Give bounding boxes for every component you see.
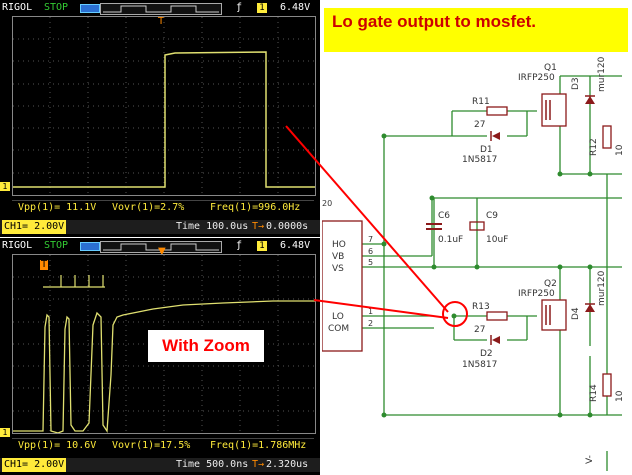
svg-text:D2: D2 — [480, 349, 493, 359]
time-base: Time 100.0us — [176, 221, 249, 232]
pin-2-label: 2 — [368, 319, 373, 328]
pin-6-label: 6 — [368, 247, 373, 256]
resistor-r11: R11 27 — [472, 97, 508, 130]
trigger-offset: 2.320us — [266, 459, 309, 470]
svg-text:10: 10 — [615, 144, 625, 156]
vpp-measurement: Vpp(1)= 10.6V — [18, 440, 97, 451]
schematic-junctions — [381, 133, 593, 418]
svg-text:mur120: mur120 — [597, 270, 607, 306]
gate-driver-schematic: HO VB VS LO COM 7 6 5 1 2 20 R11 27 R13 … — [322, 56, 632, 475]
svg-text:10uF: 10uF — [486, 235, 508, 245]
trigger-channel-icon: 1 — [257, 241, 267, 251]
pin-ho-label: HO — [332, 240, 346, 250]
scope-top-capture: RIGOL STOP ƒ 1 6.48V T 1 Vpp(1)= 11.1V — [0, 0, 320, 237]
svg-text:IRFP250: IRFP250 — [518, 73, 555, 83]
ch1-ground-marker: 1 — [0, 428, 10, 437]
scope-top-waveform — [13, 17, 315, 195]
svg-text:R13: R13 — [472, 302, 490, 312]
scope-bottom-measurements: Vpp(1)= 10.6V Vovr(1)=17.5% Freq(1)=1.78… — [12, 438, 314, 453]
mosfet-q1: Q1 IRFP250 — [518, 63, 567, 127]
trigger-offset-icon: T→ — [252, 221, 265, 232]
trigger-edge-icon: ƒ — [236, 2, 243, 13]
svg-text:mur120: mur120 — [597, 56, 607, 92]
frequency-measurement: Freq(1)=1.786MHz — [210, 440, 307, 451]
svg-text:0.1uF: 0.1uF — [438, 235, 463, 245]
channel-scale: CH1= 2.00V — [2, 220, 67, 234]
pin-5-label: 5 — [368, 258, 373, 267]
scope-brand-label: RIGOL — [2, 2, 33, 13]
diode-d1: D1 1N5817 — [462, 131, 500, 165]
diode-d3: D3 mur120 — [571, 56, 607, 104]
svg-text:R12: R12 — [589, 138, 599, 156]
scope-bottom-graticule — [12, 254, 316, 434]
overshoot-measurement: Vovr(1)=17.5% — [112, 440, 191, 451]
diode-d2: D2 1N5817 — [462, 335, 500, 370]
vpp-measurement: Vpp(1)= 11.1V — [18, 202, 97, 213]
run-state-label: STOP — [44, 2, 69, 13]
resistor-r12: R12 10 — [589, 125, 625, 156]
svg-text:1N5817: 1N5817 — [462, 360, 497, 370]
waveform-overview-icon — [100, 241, 222, 253]
svg-text:27: 27 — [474, 325, 485, 335]
trigger-position-icon: T — [158, 16, 165, 27]
waveform-overview-icon — [100, 3, 222, 15]
trigger-level-value: 6.48V — [280, 2, 311, 13]
gate-drive-trace — [13, 300, 315, 433]
svg-text:Q1: Q1 — [544, 63, 557, 73]
capacitor-c9: C9 10uF — [469, 211, 508, 245]
pin-7-label: 7 — [368, 235, 373, 244]
scope-bottom-capture: RIGOL STOP ƒ 1 6.48V ▼ — [0, 238, 320, 475]
svg-text:10: 10 — [615, 390, 625, 402]
trigger-offset: 0.0000s — [266, 221, 309, 232]
pulse-train-overview — [43, 275, 105, 288]
scope-bottom-footer: CH1= 2.00V Time 500.0ns T→ 2.320us — [0, 458, 320, 472]
schematic-wires — [362, 75, 622, 471]
pin-vb-label: VB — [332, 252, 344, 262]
svg-text:R14: R14 — [589, 384, 599, 402]
scope-top-status-bar: RIGOL STOP ƒ 1 6.48V — [0, 0, 320, 16]
pin-com-label: COM — [328, 324, 349, 334]
time-base: Time 500.0ns — [176, 459, 249, 470]
svg-text:D3: D3 — [571, 77, 581, 90]
trigger-channel-icon: 1 — [257, 3, 267, 13]
trigger-point-icon: T — [40, 259, 49, 270]
diode-d4: D4 mur120 — [571, 270, 607, 320]
memory-bar-icon — [80, 4, 100, 13]
svg-text:D1: D1 — [480, 145, 493, 155]
svg-text:C9: C9 — [486, 211, 498, 221]
resistor-r13: R13 27 — [472, 302, 508, 335]
memory-bar-icon — [80, 242, 100, 251]
pwm-trace — [13, 51, 315, 188]
scope-top-measurements: Vpp(1)= 11.1V Vovr(1)=2.7% Freq(1)=996.0… — [12, 200, 314, 215]
svg-text:R11: R11 — [472, 97, 490, 107]
pin-20-label: 20 — [322, 199, 332, 208]
ch1-ground-marker: 1 — [0, 182, 10, 191]
scope-brand-label: RIGOL — [2, 240, 33, 251]
zoom-label: With Zoom — [148, 330, 264, 362]
scope-top-footer: CH1= 2.00V Time 100.0us T→ 0.0000s — [0, 220, 320, 234]
pin-1-label: 1 — [368, 307, 373, 316]
svg-text:IRFP250: IRFP250 — [518, 289, 555, 299]
svg-text:1N5817: 1N5817 — [462, 155, 497, 165]
svg-text:Q2: Q2 — [544, 279, 557, 289]
vminus-label: V- — [585, 455, 595, 464]
svg-text:C6: C6 — [438, 211, 450, 221]
pin-vs-label: VS — [332, 264, 344, 274]
svg-text:D4: D4 — [571, 307, 581, 320]
trigger-edge-icon: ƒ — [236, 240, 243, 251]
channel-scale: CH1= 2.00V — [2, 458, 67, 472]
scope-top-graticule — [12, 16, 316, 196]
trigger-pos-top-icon: ▼ — [158, 246, 166, 257]
overshoot-measurement: Vovr(1)=2.7% — [112, 202, 185, 213]
annotation-title: Lo gate output to mosfet. — [324, 8, 628, 52]
pin-lo-label: LO — [332, 312, 344, 322]
frequency-measurement: Freq(1)=996.0Hz — [210, 202, 301, 213]
trigger-offset-icon: T→ — [252, 459, 265, 470]
resistor-r14: R14 10 — [589, 373, 625, 402]
svg-text:27: 27 — [474, 120, 485, 130]
scope-bottom-waveform — [13, 255, 315, 433]
run-state-label: STOP — [44, 240, 69, 251]
mosfet-q2: Q2 IRFP250 — [518, 279, 567, 331]
trigger-level-value: 6.48V — [280, 240, 311, 251]
